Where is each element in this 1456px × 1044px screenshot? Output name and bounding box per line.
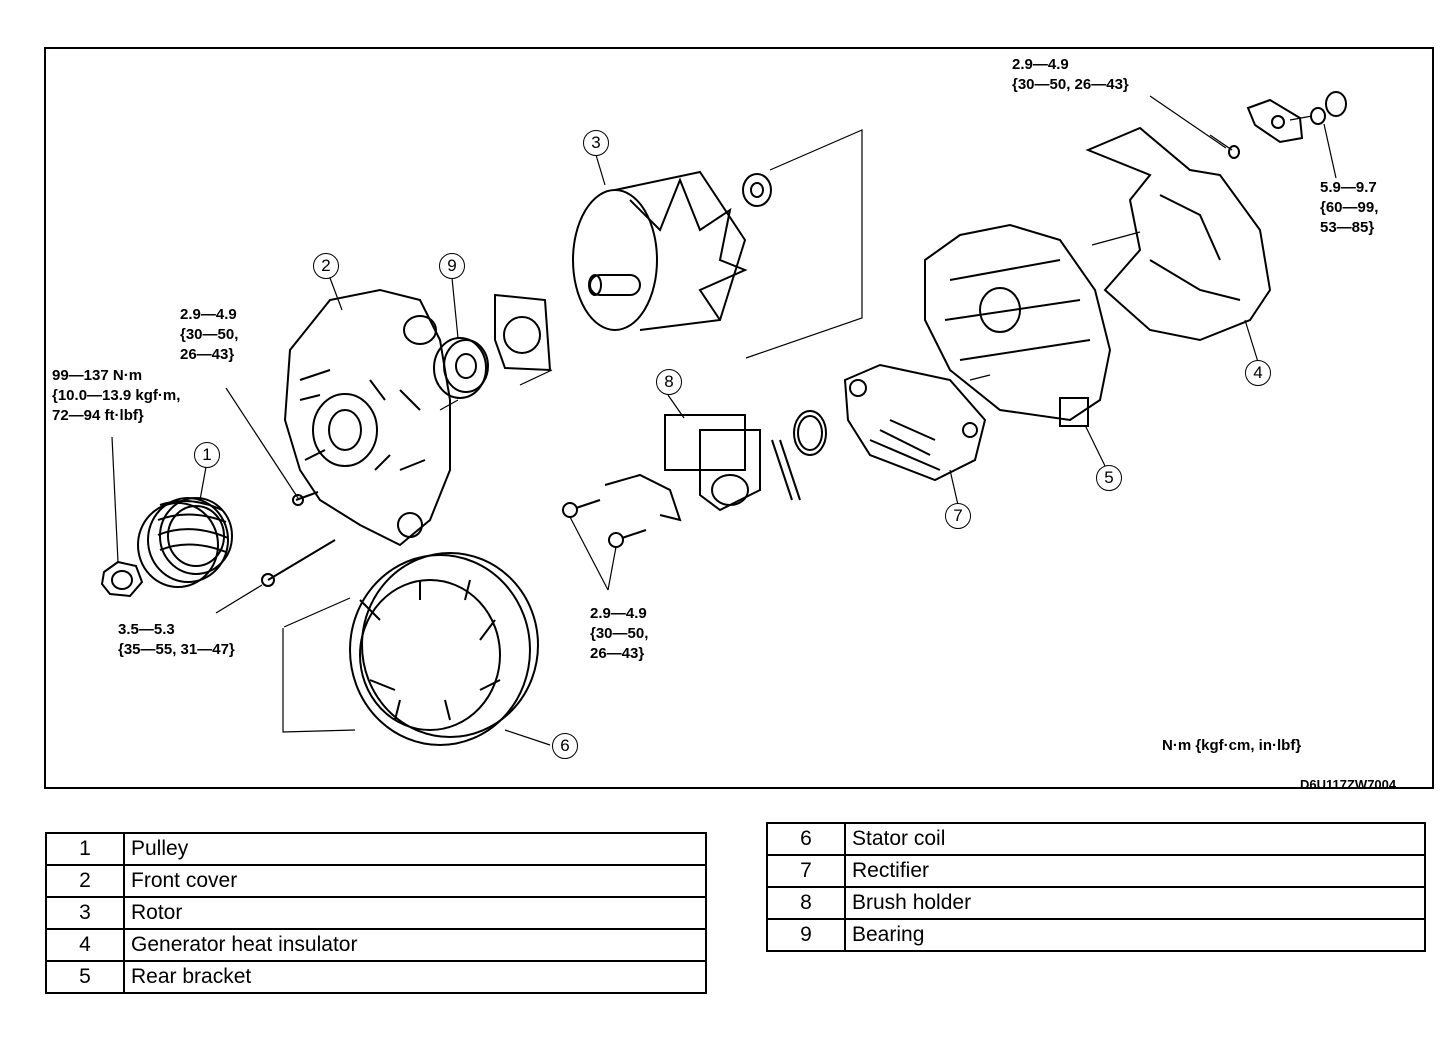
rear-bracket-part	[924, 223, 1112, 427]
stator-part	[349, 552, 539, 746]
torque-label-brush-holder-screws: 2.9—4.9 {30—50, 26—43}	[590, 605, 649, 662]
legend-part-name: Rotor	[123, 896, 707, 930]
terminal-part	[1228, 91, 1347, 159]
parts-legend-right: 6 Stator coil 7 Rectifier 8 Brush holder…	[766, 822, 1426, 952]
legend-number: 8	[766, 886, 846, 920]
torque-label-terminal-nut: 5.9—9.7 {60—99, 53—85}	[1320, 179, 1379, 236]
brush-holder-part	[604, 414, 801, 522]
callout-9: 9	[439, 253, 465, 279]
torque-label-through-bolt: 3.5—5.3 {35—55, 31—47}	[118, 621, 235, 658]
callout-6: 6	[552, 733, 578, 759]
fasteners	[261, 491, 647, 587]
parts-legend-left: 1 Pulley 2 Front cover 3 Rotor 4 Generat…	[45, 832, 707, 994]
pulley-nut-part	[100, 560, 144, 598]
rotor-part	[572, 170, 772, 331]
front-cover-part	[283, 288, 451, 547]
legend-part-name: Rectifier	[844, 854, 1426, 888]
callout-3: 3	[583, 130, 609, 156]
legend-row: 1 Pulley	[45, 832, 707, 866]
callout-1: 1	[194, 442, 220, 468]
callout-7: 7	[945, 503, 971, 529]
units-label: N·m {kgf·cm, in·lbf}	[1162, 737, 1302, 754]
callout-2: 2	[313, 253, 339, 279]
diagram-frame	[44, 47, 1434, 789]
legend-part-name: Stator coil	[844, 822, 1426, 856]
heat-insulator-part	[1085, 126, 1272, 342]
legend-number: 5	[45, 960, 125, 994]
pulley-part	[137, 497, 233, 588]
legend-number: 4	[45, 928, 125, 962]
legend-row: 5 Rear bracket	[45, 960, 707, 994]
legend-number: 7	[766, 854, 846, 888]
legend-row: 7 Rectifier	[766, 854, 1426, 888]
legend-row: 4 Generator heat insulator	[45, 928, 707, 962]
legend-part-name: Pulley	[123, 832, 707, 866]
legend-row: 3 Rotor	[45, 896, 707, 930]
legend-part-name: Bearing	[844, 918, 1426, 952]
exploded-view-drawing	[100, 91, 1347, 746]
retainer-plate-part	[494, 293, 552, 372]
legend-row: 8 Brush holder	[766, 886, 1426, 920]
snap-ring-part	[793, 410, 827, 456]
legend-part-name: Brush holder	[844, 886, 1426, 920]
rectifier-part	[843, 363, 987, 482]
legend-number: 2	[45, 864, 125, 898]
legend-number: 1	[45, 832, 125, 866]
legend-number: 3	[45, 896, 125, 930]
legend-number: 9	[766, 918, 846, 952]
legend-row: 9 Bearing	[766, 918, 1426, 952]
torque-label-pulley-nut: 99—137 N·m {10.0—13.9 kgf·m, 72—94 ft·lb…	[52, 367, 181, 424]
legend-row: 6 Stator coil	[766, 822, 1426, 856]
legend-part-name: Generator heat insulator	[123, 928, 707, 962]
callout-5: 5	[1096, 465, 1122, 491]
legend-number: 6	[766, 822, 846, 856]
callout-4: 4	[1245, 360, 1271, 386]
legend-row: 2 Front cover	[45, 864, 707, 898]
torque-label-insulator-bolt: 2.9—4.9 {30—50, 26—43}	[1012, 56, 1129, 93]
torque-label-front-cover-screw: 2.9—4.9 {30—50, 26—43}	[180, 306, 239, 363]
legend-part-name: Rear bracket	[123, 960, 707, 994]
figure-code: D6U117ZW7004	[1300, 777, 1397, 792]
bearing-part	[433, 337, 489, 399]
legend-part-name: Front cover	[123, 864, 707, 898]
callout-8: 8	[656, 369, 682, 395]
